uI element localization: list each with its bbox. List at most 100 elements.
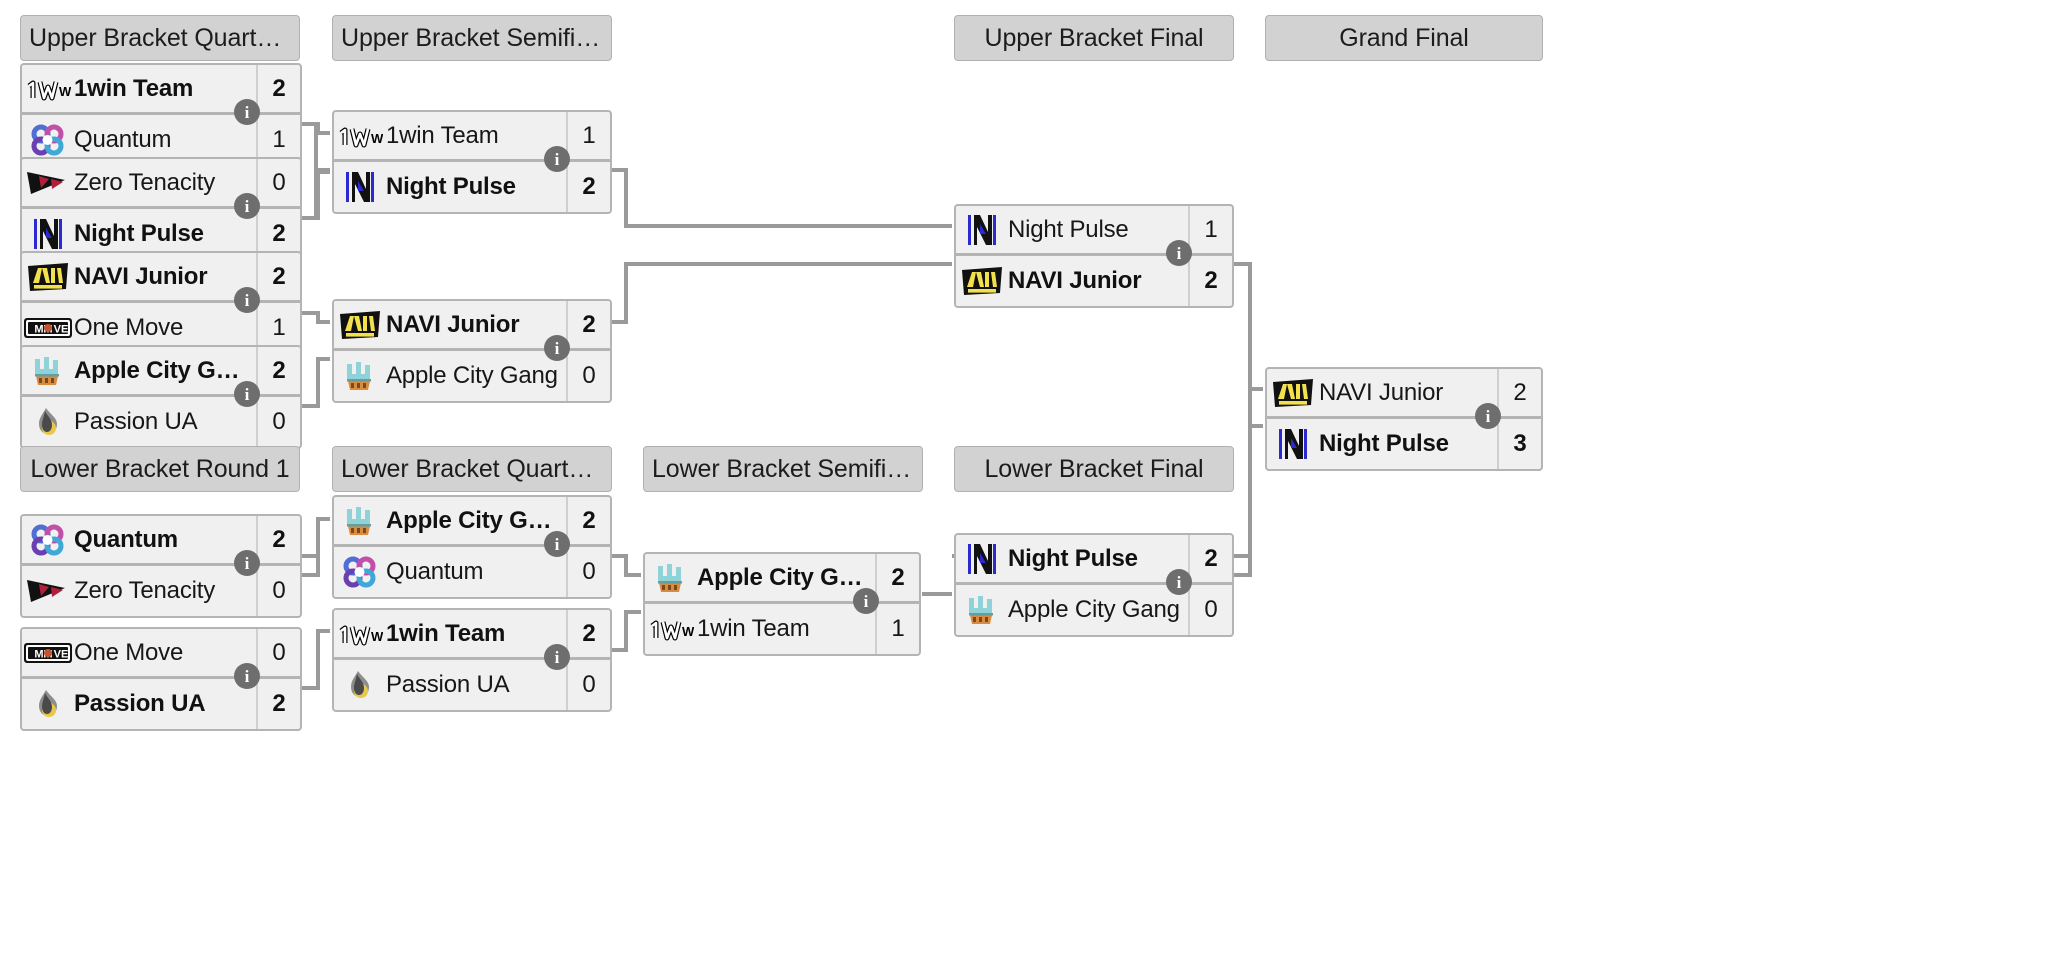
one-move-logo: M M VE — [24, 318, 72, 338]
match-info-icon[interactable]: i — [544, 335, 570, 361]
team-name: NAVI Junior — [1008, 267, 1142, 294]
match-info-icon[interactable]: i — [1166, 240, 1192, 266]
match-info-icon[interactable]: i — [234, 381, 260, 407]
round-header-lower-bracket-quarterfinals[interactable]: Lower Bracket Quarterfin... — [332, 446, 612, 492]
team-name: Zero Tenacity — [74, 577, 216, 604]
match-info-icon[interactable]: i — [234, 193, 260, 219]
round-header-label: Upper Bracket Semifinals — [341, 23, 611, 52]
team-name: Apple City Gang — [1008, 596, 1180, 623]
team-score: 3 — [1497, 419, 1541, 469]
passion-ua-logo — [22, 400, 74, 444]
1win-logo: W — [22, 67, 74, 111]
team-score: 2 — [566, 610, 610, 657]
connector-lbr1-2-lbqf2 — [302, 629, 330, 690]
match-info-icon[interactable]: i — [234, 287, 260, 313]
navi-junior-logo — [22, 255, 74, 299]
match-row[interactable]: NAVI Junior 2 — [956, 256, 1232, 306]
round-header-lower-bracket-semifinal[interactable]: Lower Bracket Semifinal — [643, 446, 923, 492]
team-score: 2 — [1188, 256, 1232, 306]
team-name: 1win Team — [386, 619, 506, 647]
team-name: Apple City Gang — [386, 362, 558, 389]
match-info-icon[interactable]: i — [544, 146, 570, 172]
match-info-icon[interactable]: i — [544, 644, 570, 670]
team-name: NAVI Junior — [1319, 378, 1444, 406]
team-score: 2 — [256, 253, 300, 300]
match-info-icon[interactable]: i — [234, 99, 260, 125]
match-info-icon[interactable]: i — [544, 531, 570, 557]
team-name: 1win Team — [697, 615, 810, 642]
team-score: 0 — [566, 351, 610, 401]
round-header-grand-final[interactable]: Grand Final — [1265, 15, 1543, 61]
svg-text:W: W — [371, 131, 383, 146]
match-info-icon[interactable]: i — [1475, 403, 1501, 429]
night-pulse-logo — [956, 208, 1008, 252]
match-info-icon[interactable]: i — [853, 588, 879, 614]
passion-ua-logo — [351, 671, 369, 698]
connector-ubsf1-ubf — [612, 168, 952, 228]
zero-tenacity-logo — [27, 171, 65, 194]
round-header-upper-bracket-quarterfinals[interactable]: Upper Bracket Quarterfin... — [20, 15, 300, 61]
quantum-logo — [31, 524, 64, 555]
quantum-logo — [22, 118, 74, 162]
team-name: Night Pulse — [386, 173, 516, 200]
zero-tenacity-logo — [27, 580, 65, 602]
round-header-lower-bracket-final[interactable]: Lower Bracket Final — [954, 446, 1234, 492]
match-info-icon[interactable]: i — [234, 663, 260, 689]
round-header-label: Lower Bracket Round 1 — [30, 454, 290, 483]
team-name: Night Pulse — [1008, 544, 1138, 572]
team-name: NAVI Junior — [386, 310, 520, 338]
round-header-upper-bracket-final[interactable]: Upper Bracket Final — [954, 15, 1234, 61]
1win-logo: W — [650, 620, 694, 641]
team-score: 0 — [256, 159, 300, 206]
match-row[interactable]: Apple City Gang 0 — [334, 351, 610, 401]
round-header-lower-bracket-round-1[interactable]: Lower Bracket Round 1 — [20, 446, 300, 492]
match-info-icon[interactable]: i — [234, 550, 260, 576]
night-pulse-logo — [334, 165, 386, 209]
quantum-logo — [343, 556, 376, 588]
match-info-icon[interactable]: i — [1166, 569, 1192, 595]
round-header-upper-bracket-semifinals[interactable]: Upper Bracket Semifinals — [332, 15, 612, 61]
apple-city-gang-logo — [35, 356, 59, 385]
connector-ubsf2-ubf — [612, 262, 952, 324]
